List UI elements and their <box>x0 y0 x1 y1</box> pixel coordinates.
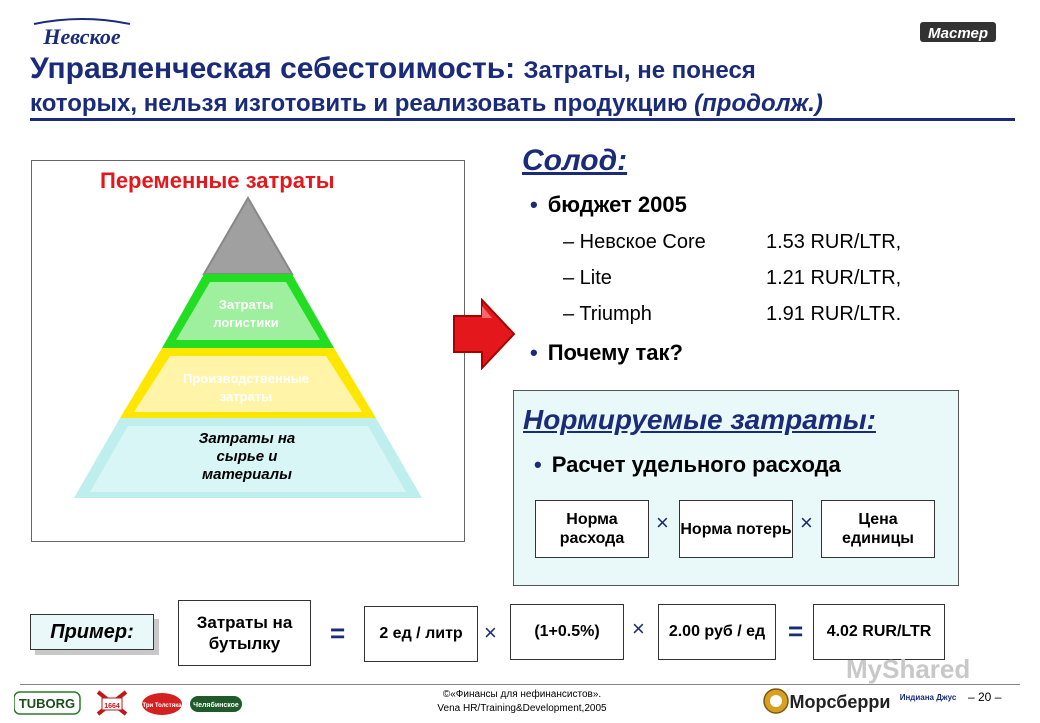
footer-brand-logos-right: Морсберри Индиана Джус <box>756 684 957 723</box>
svg-text:Невское: Невское <box>42 24 120 49</box>
svg-text:1664: 1664 <box>104 703 120 710</box>
solod-heading: Солод: <box>522 144 628 177</box>
watermark: MyShared <box>846 654 971 684</box>
cost-pyramid <box>70 190 430 507</box>
nevskoe-logo: Невское <box>26 18 138 52</box>
multiply-sign: × <box>800 510 813 535</box>
footer-copyright: ©«Финансы для нефинансистов». Vena HR/Tr… <box>437 689 607 714</box>
svg-text:Челябинское: Челябинское <box>193 701 239 709</box>
pyramid-layer-logistics: Затраты логистики <box>213 297 279 330</box>
budget-row-triumph: – Triumph <box>563 303 652 325</box>
unit-price-box: Цена единицы <box>821 500 935 558</box>
norm-consumption-box: Норма расхода <box>535 500 649 558</box>
page-title: Управленческая себестоимость: Затраты, н… <box>30 52 823 117</box>
multiply-sign: × <box>484 620 497 645</box>
svg-text:Мастер: Мастер <box>928 25 988 42</box>
equals-sign: = <box>330 618 346 648</box>
tuborg-logo: TUBORG <box>13 691 81 715</box>
title-divider <box>30 118 1015 121</box>
tri-tolstyaka-logo: Три Толстяка <box>142 693 182 715</box>
example-result: 4.02 RUR/LTR <box>813 604 945 660</box>
emblem-logo <box>763 688 789 714</box>
svg-text:TUBORG: TUBORG <box>19 696 75 711</box>
chelyabinskoe-logo: Челябинское <box>190 696 242 712</box>
pyramid-layer-materials: Затраты на сырье и материалы <box>198 430 296 483</box>
cost-per-bottle-box: Затраты на бутылку <box>178 600 311 666</box>
budget-row-core: – Невское Core <box>563 231 706 253</box>
morsberri-logo: Морсберри <box>790 692 891 712</box>
bullet-specific-consumption: •Расчет удельного расхода <box>534 452 841 477</box>
bullet-budget: •бюджет 2005 <box>530 192 687 217</box>
indiana-jus-logo: Индиана Джус <box>900 686 957 716</box>
budget-value-core: 1.53 RUR/LTR, <box>766 231 902 253</box>
equals-sign: = <box>788 616 804 646</box>
bullet-why: •Почему так? <box>530 340 683 365</box>
kronenbourg-logo: 1664 <box>96 690 128 716</box>
budget-value-triumph: 1.91 RUR/LTR. <box>766 303 902 325</box>
example-label: Пример: <box>30 614 154 650</box>
norm-losses-box: Норма потерь <box>679 500 793 558</box>
pyramid-layer-production: Производственные затраты <box>182 371 310 404</box>
multiply-sign: × <box>632 616 645 641</box>
page-number: – 20 – <box>968 690 1002 704</box>
right-arrow-icon <box>452 297 516 375</box>
budget-value-lite: 1.21 RUR/LTR, <box>766 267 902 289</box>
variable-costs-title: Переменные затраты <box>100 168 335 193</box>
footer-divider <box>20 684 1020 685</box>
example-value-consumption: 2 ед / литр <box>364 606 478 662</box>
svg-text:Три Толстяка: Три Толстяка <box>142 703 182 709</box>
example-value-losses: (1+0.5%) <box>510 604 624 660</box>
svg-text:Морсберри: Морсберри <box>790 692 891 712</box>
footer-brand-logos-left: TUBORG 1664 Три Толстяка Челябинское <box>13 688 254 723</box>
multiply-sign: × <box>656 510 669 535</box>
svg-text:Индиана Джус: Индиана Джус <box>900 693 956 702</box>
master-logo: Мастер <box>918 16 1000 46</box>
budget-row-lite: – Lite <box>563 267 612 289</box>
example-value-price: 2.00 руб / ед <box>658 604 776 660</box>
normed-costs-heading: Нормируемые затраты: <box>523 404 876 435</box>
